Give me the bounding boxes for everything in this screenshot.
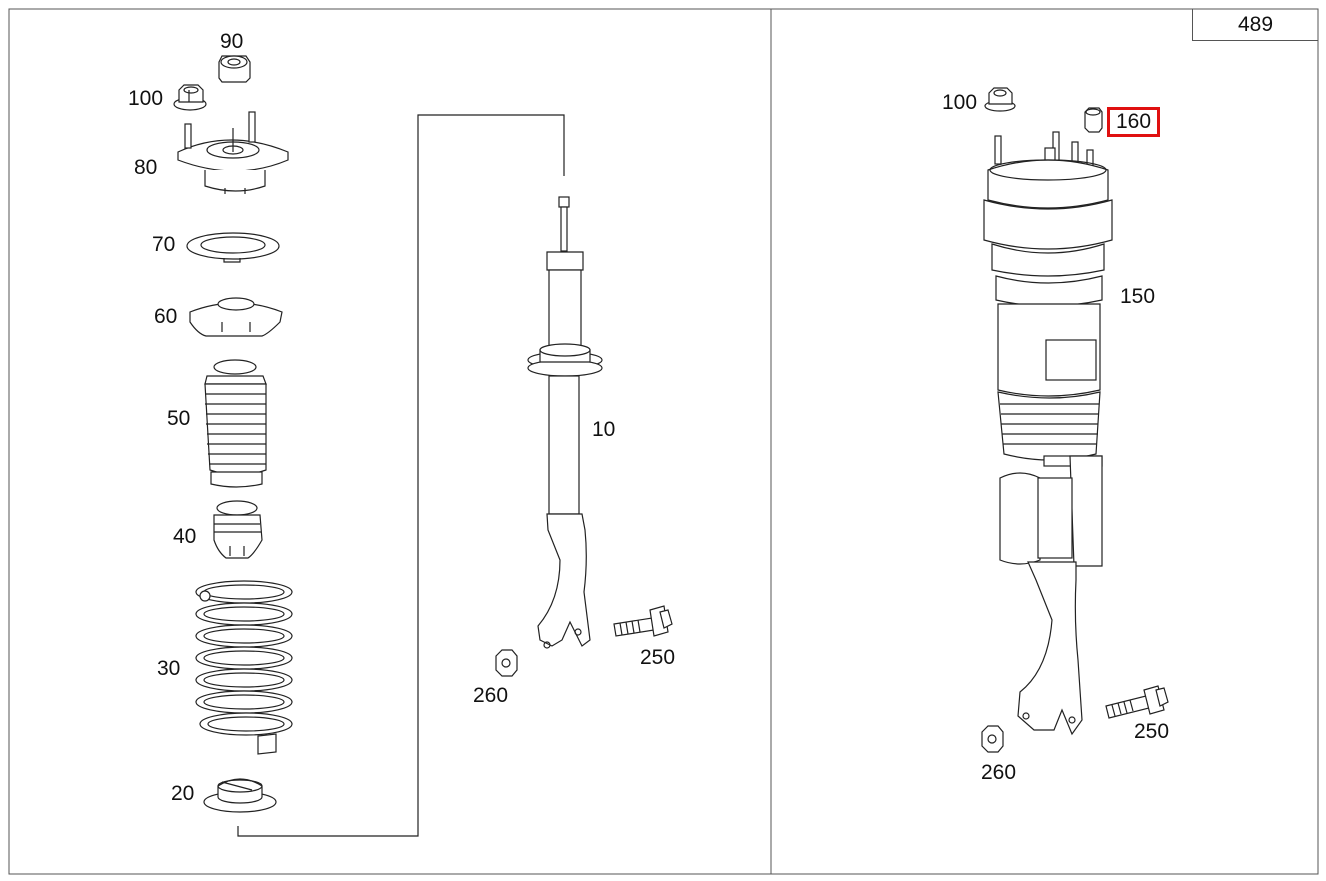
callout-100-left: 100	[128, 87, 164, 110]
part-150-air-strut	[983, 131, 1113, 736]
callout-70: 70	[152, 233, 176, 256]
callout-30: 30	[157, 657, 181, 680]
part-260-nut-left	[495, 649, 518, 677]
part-250-bolt-left	[613, 605, 673, 637]
part-80-top-mount	[177, 111, 289, 194]
callout-10: 10	[592, 418, 616, 441]
callout-50: 50	[167, 407, 191, 430]
part-10-shock-absorber	[527, 196, 603, 649]
callout-250-right: 250	[1134, 720, 1170, 743]
right-panel-frame	[770, 8, 1319, 875]
callout-160-highlighted: 160	[1107, 107, 1161, 137]
part-250-bolt-right	[1105, 685, 1169, 719]
callout-150: 150	[1120, 285, 1156, 308]
part-160-small-nut	[1084, 107, 1103, 133]
part-30-coil-spring	[195, 580, 293, 755]
callout-260-right: 260	[981, 761, 1017, 784]
assembly-bracket-line	[237, 114, 565, 837]
callout-80: 80	[134, 156, 158, 179]
callout-250-left: 250	[640, 646, 676, 669]
left-panel-frame	[8, 8, 772, 875]
part-60-spring-seat	[189, 297, 283, 337]
part-100-flange-nut	[173, 84, 207, 111]
part-260-nut-right	[981, 725, 1004, 753]
part-40-bump-stop	[213, 500, 263, 559]
part-70-shim	[186, 232, 280, 263]
callout-100-right: 100	[942, 91, 978, 114]
callout-40: 40	[173, 525, 197, 548]
callout-90: 90	[220, 30, 244, 53]
part-90-nut	[218, 55, 251, 83]
callout-260-left: 260	[473, 684, 509, 707]
callout-60: 60	[154, 305, 178, 328]
page-number: 489	[1237, 12, 1274, 36]
part-20-lower-spring-seat	[203, 778, 277, 813]
part-50-dust-boot	[204, 359, 267, 488]
part-100-flange-nut-right	[984, 87, 1016, 112]
page-number-box: 489	[1192, 9, 1318, 41]
callout-20: 20	[171, 782, 195, 805]
